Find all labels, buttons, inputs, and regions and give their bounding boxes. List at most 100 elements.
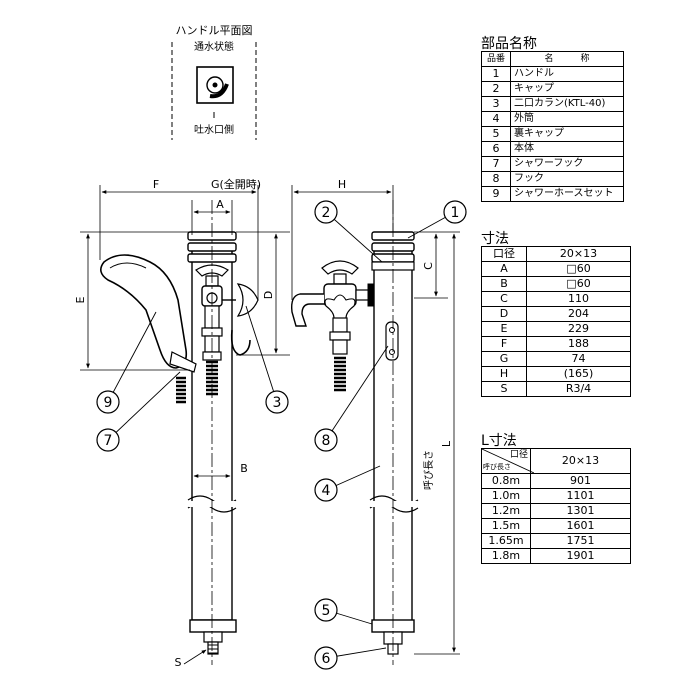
dims-cell: 204 xyxy=(526,306,631,322)
dims-cell: D xyxy=(481,306,527,322)
dims-head-val: 20×13 xyxy=(526,246,631,262)
parts-cell: 二口カラン(KTL-40) xyxy=(510,96,624,112)
dim-l-label: L xyxy=(440,440,453,447)
parts-cell: 3 xyxy=(481,96,511,112)
handle-view-title: ハンドル平面図 xyxy=(176,24,253,37)
callout-circle xyxy=(314,428,338,452)
dims-title: 寸法 xyxy=(481,231,509,247)
handle-plan-view: ハンドル平面図 通水状態 吐水口側 xyxy=(171,24,257,140)
ldims-cell: 1.65m xyxy=(481,533,531,549)
ldims-title: L寸法 xyxy=(481,433,517,449)
dims-cell: R3/4 xyxy=(526,381,631,397)
callout-circle xyxy=(96,390,120,414)
callout-circle xyxy=(314,646,338,670)
parts-cell: 2 xyxy=(481,81,511,97)
ldims-cell: 1.0m xyxy=(481,488,531,504)
callout-leader xyxy=(325,345,389,441)
parts-cell: 本体 xyxy=(510,141,624,157)
parts-title: 部品名称 xyxy=(481,36,537,52)
callout-circle xyxy=(314,200,338,224)
parts-cell: 4 xyxy=(481,111,511,127)
dims-cell: □60 xyxy=(526,276,631,292)
side-view xyxy=(290,200,419,665)
ldims-cell: 1751 xyxy=(530,533,631,549)
parts-head-no: 品番 xyxy=(481,51,511,67)
ldims-cell: 901 xyxy=(530,473,631,489)
callout-leader xyxy=(107,371,181,441)
side-dimensions xyxy=(291,185,460,655)
callout-leader xyxy=(245,305,278,403)
front-dimensions xyxy=(80,185,290,478)
parts-cell: フック xyxy=(510,171,624,187)
callout-number: 5 xyxy=(322,603,331,619)
handle-lever-icon xyxy=(209,83,229,99)
dim-f-label: F xyxy=(153,178,159,191)
dims-cell: □60 xyxy=(526,261,631,277)
parts-head-name: 名 称 xyxy=(510,51,624,67)
dim-g-label: G(全開時) xyxy=(211,177,261,191)
callout-number: 9 xyxy=(104,395,113,411)
dim-e-label: E xyxy=(74,296,87,303)
parts-cell: シャワーフック xyxy=(510,156,624,172)
callout-circle xyxy=(96,428,120,452)
callout-number: 3 xyxy=(273,395,282,411)
dims-cell: 229 xyxy=(526,321,631,337)
dim-c-label: C xyxy=(422,262,435,270)
dims-cell: S xyxy=(481,381,527,397)
callout-leader xyxy=(107,311,157,403)
ldims-cell: 1.2m xyxy=(481,503,531,519)
dims-cell: 188 xyxy=(526,336,631,352)
ldims-head-bottom: 呼び長さ xyxy=(483,463,511,471)
dim-h-label: H xyxy=(338,178,346,191)
callout-number: 2 xyxy=(322,205,331,221)
ldims-cell: 1601 xyxy=(530,518,631,534)
ldims-cell: 1101 xyxy=(530,488,631,504)
ldims-cell: 1.5m xyxy=(481,518,531,534)
parts-cell: 1 xyxy=(481,66,511,82)
parts-cell: キャップ xyxy=(510,81,624,97)
callout-number: 8 xyxy=(322,433,331,449)
ldims-cell: 0.8m xyxy=(481,473,531,489)
ldims-cell: 1901 xyxy=(530,548,631,564)
callout-number: 1 xyxy=(451,205,460,221)
ldims-head-val: 20×13 xyxy=(530,448,631,474)
dims-cell: A xyxy=(481,261,527,277)
parts-cell: ハンドル xyxy=(510,66,624,82)
callout-circle xyxy=(443,200,467,224)
parts-cell: シャワーホースセット xyxy=(510,186,624,202)
ldims-cell: 1.8m xyxy=(481,548,531,564)
dims-row: H(165) xyxy=(481,366,631,382)
dims-cell: (165) xyxy=(526,366,631,382)
ldims-head-top: 口径 xyxy=(509,450,528,460)
dim-b-label: B xyxy=(240,462,248,475)
dims-cell: G xyxy=(481,351,527,367)
dims-head-key: 口径 xyxy=(481,246,527,262)
dims-cell: E xyxy=(481,321,527,337)
callout-number: 7 xyxy=(104,433,113,449)
dims-cell: F xyxy=(481,336,527,352)
parts-cell: 6 xyxy=(481,141,511,157)
dim-a-label: A xyxy=(216,198,224,211)
